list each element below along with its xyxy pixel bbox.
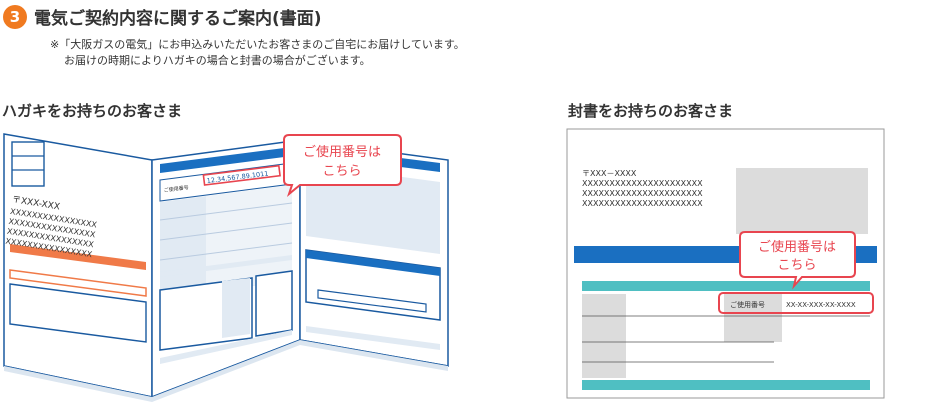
postcard-callout-line1: ご使用番号は [303, 144, 381, 160]
section-title: 電気ご契約内容に関するご案内(書面) [34, 9, 322, 29]
envelope-heading: 封書をお持ちのお客さま [568, 102, 734, 120]
envelope-usage-number: XX-XX-XXX-XX-XXXX [786, 301, 856, 309]
envelope-teal-band-bottom [582, 380, 870, 390]
envelope-number-label-cell [724, 294, 782, 342]
postcard-illustration: 〒XXX-XXX XXXXXXXXXXXXXXXX XXXXXXXXXXXXXX… [3, 133, 449, 402]
envelope-callout-line1: ご使用番号は [758, 239, 836, 255]
envelope-window-placeholder [736, 168, 868, 234]
envelope-callout [739, 231, 856, 290]
envelope-address-line: XXXXXXXXXXXXXXXXXXXXXX [582, 199, 703, 208]
envelope-number-highlight [718, 292, 874, 314]
postcard-heading: ハガキをお持ちのお客さま [2, 102, 183, 120]
note-line-2: お届けの時期によりハガキの場合と封書の場合がございます。 [64, 54, 371, 67]
envelope-callout-line2: こちら [777, 258, 816, 273]
envelope-illustration: 〒XXX－XXXX XXXXXXXXXXXXXXXXXXXXXX XXXXXXX… [566, 128, 885, 399]
postcard-callout [283, 134, 402, 197]
note-line-1: ※「大阪ガスの電気」にお申込みいただいたお客さまのご自宅にお届けしています。 [50, 38, 465, 51]
envelope-teal-band-top [582, 281, 870, 291]
postcard-field-label: ご使用番号 [163, 184, 189, 194]
postcard-number-highlight [202, 164, 281, 186]
envelope-label-column [582, 294, 626, 378]
envelope-field-label: ご使用番号 [730, 300, 765, 309]
postcard-back-panel [3, 133, 153, 398]
section-number-badge: 3 [3, 5, 27, 29]
envelope-postal-code: 〒XXX－XXXX [582, 169, 637, 178]
postcard-callout-line2: こちら [322, 164, 361, 179]
envelope-address-line: XXXXXXXXXXXXXXXXXXXXXX [582, 189, 703, 198]
envelope-address-line: XXXXXXXXXXXXXXXXXXXXXX [582, 179, 703, 188]
